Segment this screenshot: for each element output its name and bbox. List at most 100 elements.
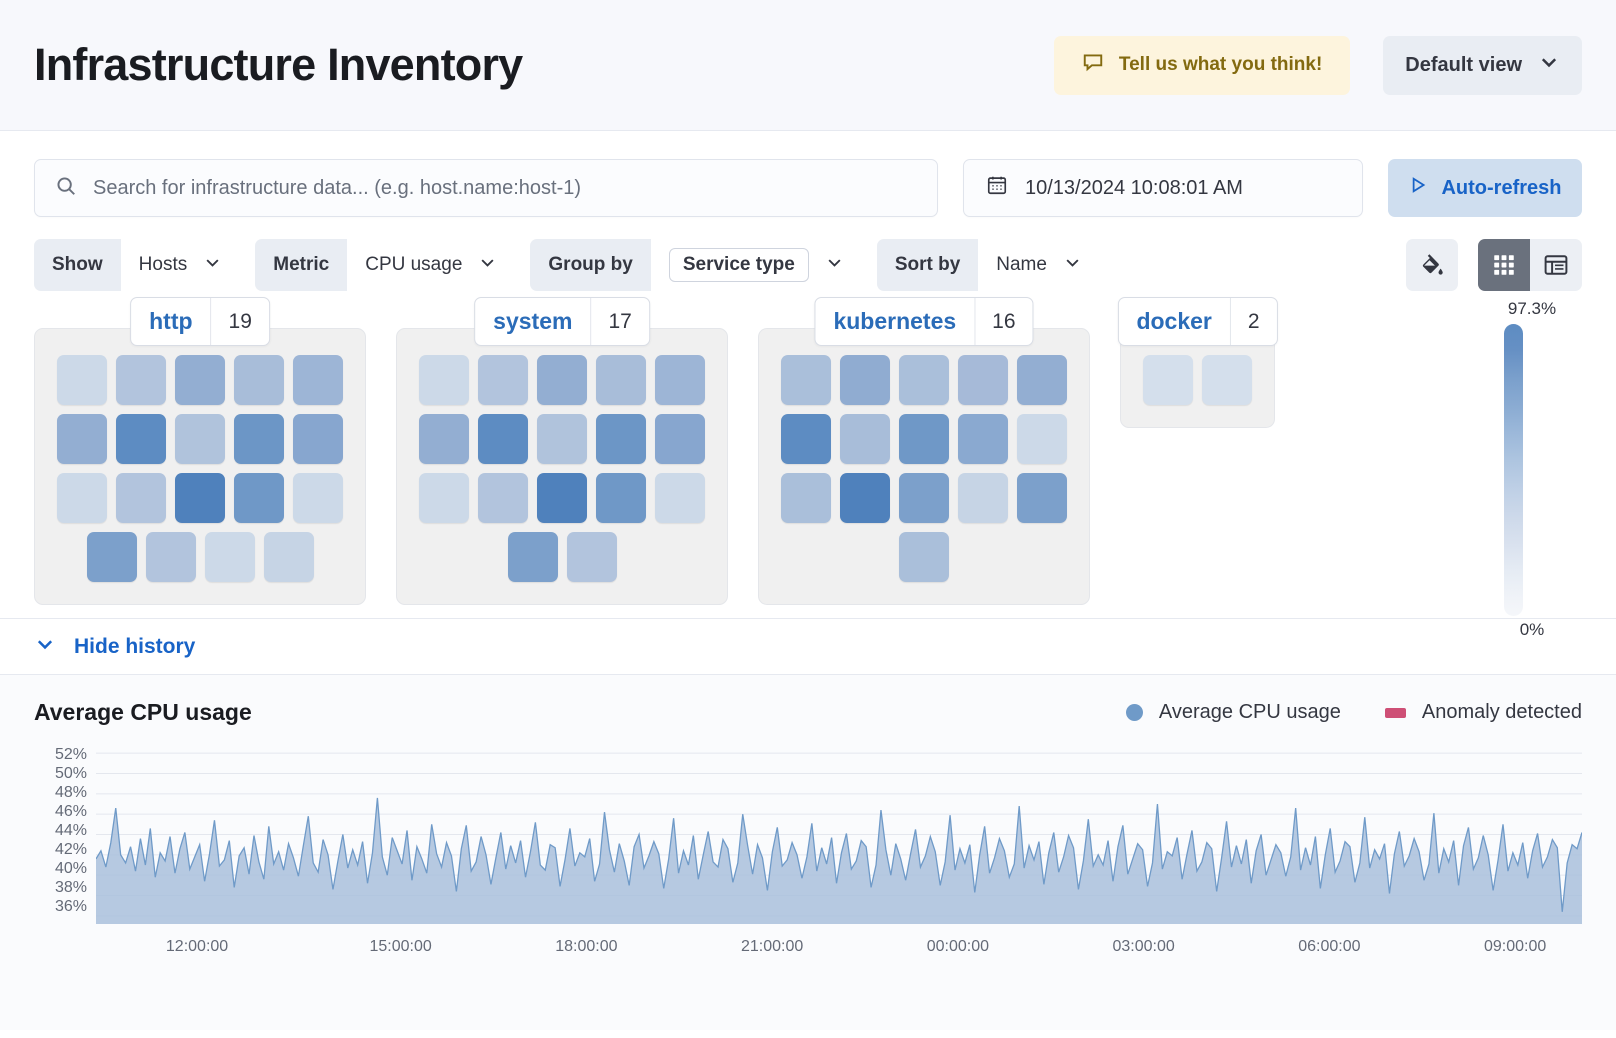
legend-square-icon	[1385, 708, 1406, 718]
waffle-tile[interactable]	[234, 473, 284, 523]
waffle-tile[interactable]	[57, 414, 107, 464]
waffle-tile[interactable]	[596, 473, 646, 523]
waffle-tile[interactable]	[840, 414, 890, 464]
feedback-button[interactable]: Tell us what you think!	[1054, 36, 1350, 95]
waffle-tile[interactable]	[781, 473, 831, 523]
waffle-tile[interactable]	[175, 473, 225, 523]
waffle-tile[interactable]	[87, 532, 137, 582]
waffle-group-name[interactable]: system	[475, 298, 590, 345]
waffle-tile[interactable]	[175, 355, 225, 405]
waffle-group-body	[34, 328, 366, 605]
waffle-group-count: 2	[1230, 298, 1277, 345]
waffle-tile[interactable]	[1017, 473, 1067, 523]
waffle-tile[interactable]	[293, 355, 343, 405]
default-view-label: Default view	[1405, 54, 1522, 77]
waffle-tile[interactable]	[116, 355, 166, 405]
default-view-button[interactable]: Default view	[1383, 36, 1582, 95]
filter-group-by-control[interactable]: Service type	[651, 239, 862, 291]
waffle-tile[interactable]	[596, 414, 646, 464]
waffle-tile[interactable]	[840, 473, 890, 523]
filter-group-by-value[interactable]: Service type	[669, 248, 809, 282]
hide-history-button[interactable]: Hide history	[34, 633, 195, 661]
waffle-tile[interactable]	[175, 414, 225, 464]
waffle-tile[interactable]	[293, 414, 343, 464]
waffle-tile[interactable]	[205, 532, 255, 582]
plot-area[interactable]	[96, 744, 1582, 924]
auto-refresh-label: Auto-refresh	[1441, 177, 1561, 200]
waffle-group-badge[interactable]: kubernetes16	[814, 297, 1033, 346]
waffle-tile[interactable]	[958, 414, 1008, 464]
filter-show-label: Show	[34, 239, 121, 291]
filter-metric: Metric CPU usage	[255, 239, 515, 291]
waffle-tile[interactable]	[899, 414, 949, 464]
chart-svg	[96, 744, 1582, 924]
waffle-tile[interactable]	[1017, 414, 1067, 464]
waffle-tile[interactable]	[264, 532, 314, 582]
waffle-group-badge[interactable]: docker2	[1117, 297, 1277, 346]
waffle-tile[interactable]	[146, 532, 196, 582]
waffle-row	[781, 414, 1067, 464]
waffle-tile[interactable]	[508, 532, 558, 582]
play-icon	[1408, 175, 1428, 201]
waffle-tile[interactable]	[234, 414, 284, 464]
waffle-row	[899, 532, 949, 582]
waffle-tile[interactable]	[1143, 355, 1193, 405]
filter-metric-control[interactable]: CPU usage	[347, 239, 515, 291]
legend-item-anomaly-detected[interactable]: Anomaly detected	[1385, 701, 1582, 724]
table-view-icon[interactable]	[1530, 239, 1582, 291]
waffle-tile[interactable]	[958, 355, 1008, 405]
waffle-tile[interactable]	[958, 473, 1008, 523]
filter-metric-label: Metric	[255, 239, 347, 291]
waffle-tile[interactable]	[781, 414, 831, 464]
filter-sort-by-control[interactable]: Name	[978, 239, 1100, 291]
waffle-tile[interactable]	[567, 532, 617, 582]
waffle-tile[interactable]	[116, 473, 166, 523]
waffle-tile[interactable]	[537, 473, 587, 523]
waffle-group-name[interactable]: docker	[1118, 298, 1229, 345]
waffle-group-badge[interactable]: http19	[130, 297, 270, 346]
grid-view-icon[interactable]	[1478, 239, 1530, 291]
filter-show-control[interactable]: Hosts	[121, 239, 241, 291]
waffle-tile[interactable]	[478, 355, 528, 405]
waffle-tile[interactable]	[655, 355, 705, 405]
waffle-tile[interactable]	[655, 473, 705, 523]
waffle-tile[interactable]	[478, 473, 528, 523]
legend-item-average-cpu-usage[interactable]: Average CPU usage	[1126, 701, 1341, 724]
waffle-row	[1143, 355, 1252, 405]
legend-label: Anomaly detected	[1422, 701, 1582, 724]
waffle-tile[interactable]	[1017, 355, 1067, 405]
waffle-tile[interactable]	[57, 473, 107, 523]
waffle-tile[interactable]	[478, 414, 528, 464]
x-tick-label: 12:00:00	[166, 938, 228, 956]
waffle-tile[interactable]	[1202, 355, 1252, 405]
date-picker[interactable]: 10/13/2024 10:08:01 AM	[963, 159, 1363, 217]
x-axis: 12:00:0015:00:0018:00:0021:00:0000:00:00…	[96, 938, 1582, 964]
waffle-tile[interactable]	[234, 355, 284, 405]
waffle-tile[interactable]	[419, 473, 469, 523]
paint-bucket-icon[interactable]	[1406, 239, 1458, 291]
auto-refresh-button[interactable]: Auto-refresh	[1388, 159, 1582, 217]
waffle-tile[interactable]	[655, 414, 705, 464]
waffle-tile[interactable]	[537, 355, 587, 405]
waffle-tile[interactable]	[899, 355, 949, 405]
waffle-tile[interactable]	[781, 355, 831, 405]
y-tick-label: 38%	[55, 879, 87, 897]
waffle-tile[interactable]	[419, 414, 469, 464]
waffle-group-name[interactable]: http	[131, 298, 210, 345]
waffle-tile[interactable]	[419, 355, 469, 405]
waffle-tile[interactable]	[57, 355, 107, 405]
waffle-row	[419, 355, 705, 405]
waffle-tile[interactable]	[899, 532, 949, 582]
waffle-group-badge[interactable]: system17	[474, 297, 650, 346]
waffle-tile[interactable]	[116, 414, 166, 464]
waffle-tile[interactable]	[840, 355, 890, 405]
waffle-tile[interactable]	[596, 355, 646, 405]
hide-history-label: Hide history	[74, 635, 195, 659]
filter-group-by-label: Group by	[530, 239, 650, 291]
search-input[interactable]: Search for infrastructure data... (e.g. …	[34, 159, 938, 217]
series-area	[96, 798, 1582, 924]
waffle-group-name[interactable]: kubernetes	[815, 298, 974, 345]
waffle-tile[interactable]	[537, 414, 587, 464]
waffle-tile[interactable]	[899, 473, 949, 523]
waffle-tile[interactable]	[293, 473, 343, 523]
